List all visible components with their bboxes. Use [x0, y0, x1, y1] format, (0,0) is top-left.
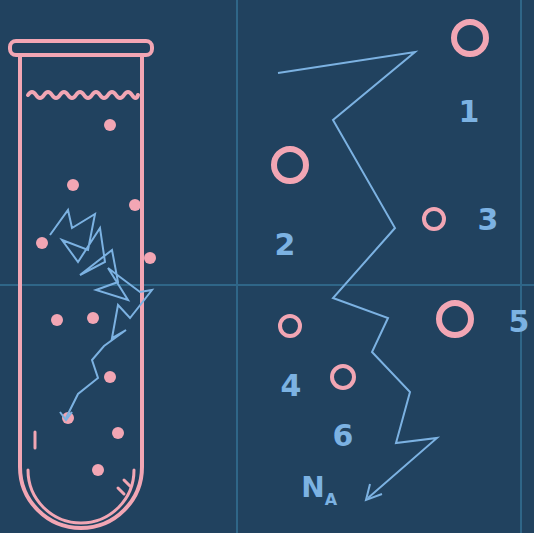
symbol-label: N — [301, 474, 324, 502]
callout-number: 2 — [275, 230, 296, 260]
molecules — [274, 22, 486, 388]
callout-number: 1 — [459, 97, 480, 127]
particles — [36, 119, 156, 476]
callout-number: 4 — [281, 371, 302, 401]
symbol-label: A — [325, 492, 337, 508]
callout-number: 5 — [509, 307, 530, 337]
test-tube — [10, 41, 152, 528]
callout-number: 6 — [333, 421, 354, 451]
callout-number: 3 — [478, 205, 499, 235]
brownian-path — [50, 52, 437, 500]
